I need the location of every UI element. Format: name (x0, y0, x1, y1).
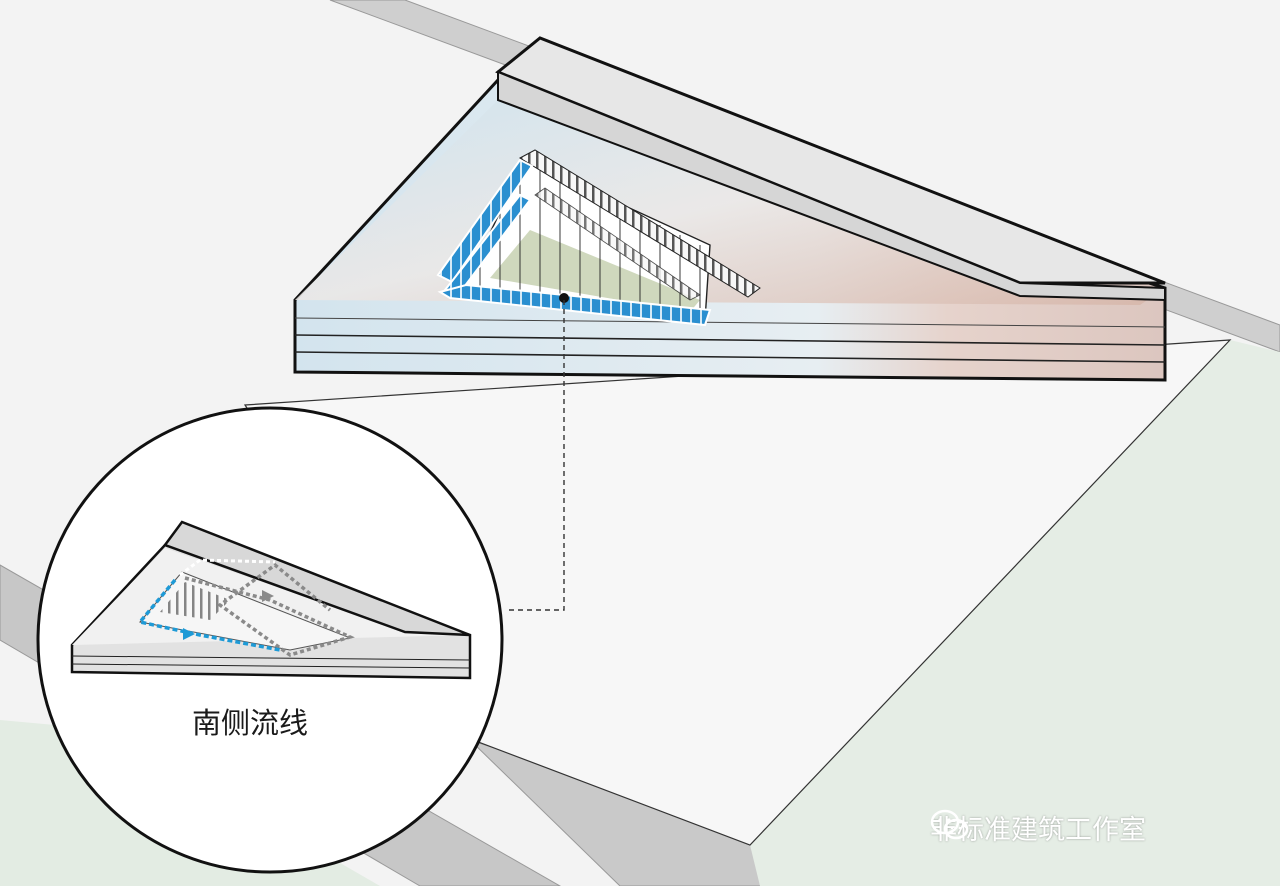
floor-line (294, 317, 1166, 328)
inset-blue-arrow (183, 628, 195, 640)
diagonal-stair (518, 149, 761, 298)
inset-gray-arrow (262, 590, 274, 602)
north-bar-face (497, 70, 1166, 302)
floor-line (294, 351, 1166, 363)
green-lot-right (750, 340, 1280, 886)
inset-floor-line (71, 655, 471, 661)
blue-stair-west (436, 158, 534, 284)
floor-line (294, 334, 1166, 346)
inset-bar (162, 520, 471, 637)
watermark: 非标准建筑工作室 (930, 808, 1146, 847)
inset-blue-route (136, 578, 281, 652)
inset-floor-line (71, 663, 471, 669)
blue-stair-south (437, 283, 712, 327)
inset-gray-route (184, 562, 355, 657)
atrium-floor (490, 230, 700, 312)
inset-model (70, 520, 472, 680)
inset-caption: 南侧流线 (191, 706, 308, 740)
callout-leader (505, 300, 565, 611)
callout-anchor-dot (559, 293, 569, 303)
inset-white-route (179, 558, 276, 577)
inset-hatch (160, 582, 230, 620)
wechat-icon (930, 809, 969, 840)
inner-stair (534, 187, 701, 301)
